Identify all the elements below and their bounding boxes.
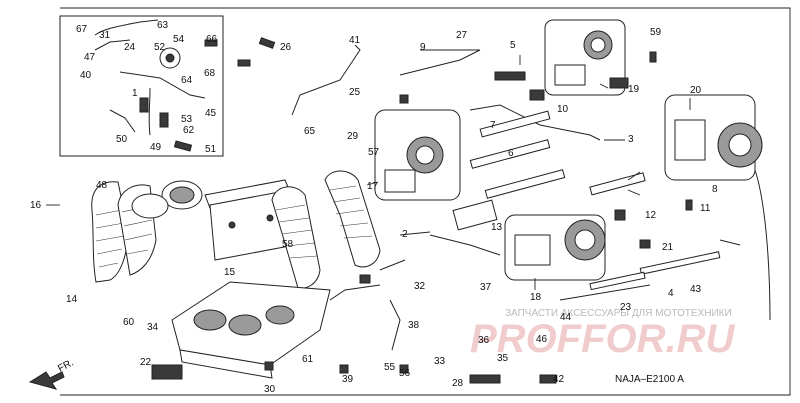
part-label-58: 58 — [282, 239, 294, 250]
part-number-labels: 1 2 3 4 5 6 7 8 9 10 11 12 13 14 15 16 1… — [30, 20, 718, 395]
part-label-3: 3 — [628, 134, 634, 145]
part-label-35: 35 — [497, 353, 509, 364]
part-label-54: 54 — [173, 34, 185, 45]
part-label-67: 67 — [76, 24, 88, 35]
fuel-hoses — [291, 44, 481, 351]
leader-lines — [366, 55, 691, 290]
part-label-33: 33 — [434, 356, 446, 367]
carburetor-top-right — [544, 19, 629, 96]
main-frame — [60, 7, 791, 396]
part-label-38: 38 — [408, 320, 420, 331]
linkage-rods — [429, 104, 771, 321]
part-label-68: 68 — [204, 68, 216, 79]
part-label-53: 53 — [181, 114, 193, 125]
watermark-text: ЗАПЧАСТИ АКСЕССУАРЫ ДЛЯ МОТОТЕХНИКИ — [505, 308, 732, 319]
part-label-43: 43 — [690, 284, 702, 295]
part-label-46: 46 — [536, 334, 548, 345]
part-label-16: 16 — [30, 200, 42, 211]
part-label-21: 21 — [662, 242, 674, 253]
part-label-7: 7 — [490, 120, 496, 131]
part-label-65: 65 — [304, 126, 316, 137]
part-label-15: 15 — [224, 267, 236, 278]
part-label-18: 18 — [530, 292, 542, 303]
part-label-60: 60 — [123, 317, 135, 328]
part-label-48: 48 — [96, 180, 108, 191]
part-label-34: 34 — [147, 322, 159, 333]
part-label-1: 1 — [132, 88, 138, 99]
part-label-40: 40 — [80, 70, 92, 81]
part-label-61: 61 — [302, 354, 314, 365]
part-label-12: 12 — [645, 210, 657, 221]
part-label-50: 50 — [116, 134, 128, 145]
small-hardware — [151, 51, 693, 384]
part-label-28: 28 — [452, 378, 464, 389]
part-label-19: 19 — [628, 84, 640, 95]
part-label-59: 59 — [650, 27, 662, 38]
part-label-2: 2 — [402, 229, 408, 240]
inset-frame — [59, 15, 224, 157]
part-label-23: 23 — [620, 302, 632, 313]
part-label-17: 17 — [367, 181, 379, 192]
part-label-39: 39 — [342, 374, 354, 385]
part-label-4: 4 — [668, 288, 674, 299]
part-label-55: 55 — [384, 362, 396, 373]
part-label-14: 14 — [66, 294, 78, 305]
part-label-10: 10 — [557, 104, 569, 115]
part-label-9: 9 — [420, 42, 426, 53]
intake-boots-left — [91, 180, 203, 283]
part-label-20: 20 — [690, 85, 702, 96]
part-label-64: 64 — [181, 75, 193, 86]
part-label-6: 6 — [508, 148, 514, 159]
diagram-code: NAJA–E2100 A — [615, 374, 684, 385]
part-label-49: 49 — [150, 142, 162, 153]
part-label-32: 32 — [414, 281, 426, 292]
part-label-66: 66 — [206, 34, 218, 45]
part-label-37: 37 — [480, 282, 492, 293]
part-label-45: 45 — [205, 108, 217, 119]
watermark-logo: PROFFOR.RU — [470, 317, 736, 361]
carburetor-right — [664, 94, 763, 181]
part-label-62: 62 — [183, 125, 195, 136]
part-label-51: 51 — [205, 144, 217, 155]
part-label-41: 41 — [349, 35, 361, 46]
air-box-base — [171, 281, 331, 379]
part-label-27: 27 — [456, 30, 468, 41]
part-label-26: 26 — [280, 42, 292, 53]
part-label-44: 44 — [560, 312, 572, 323]
part-label-13: 13 — [491, 222, 503, 233]
part-label-63: 63 — [157, 20, 169, 31]
part-label-31: 31 — [99, 30, 111, 41]
part-label-52: 52 — [154, 42, 166, 53]
part-label-25: 25 — [349, 87, 361, 98]
hose-inset-group — [94, 19, 276, 152]
part-label-24: 24 — [124, 42, 136, 53]
part-label-36: 36 — [478, 335, 490, 346]
part-label-8: 8 — [712, 184, 718, 195]
part-label-42: 42 — [553, 374, 565, 385]
part-label-47: 47 — [84, 52, 96, 63]
part-label-29: 29 — [347, 131, 359, 142]
part-label-30: 30 — [264, 384, 276, 395]
part-label-11: 11 — [700, 203, 711, 214]
carburetor-mid-left — [374, 109, 461, 201]
part-label-57: 57 — [368, 147, 380, 158]
part-label-5: 5 — [510, 40, 516, 51]
carburetor-bottom — [504, 214, 606, 281]
part-label-22: 22 — [140, 357, 152, 368]
part-label-56: 56 — [399, 368, 411, 379]
